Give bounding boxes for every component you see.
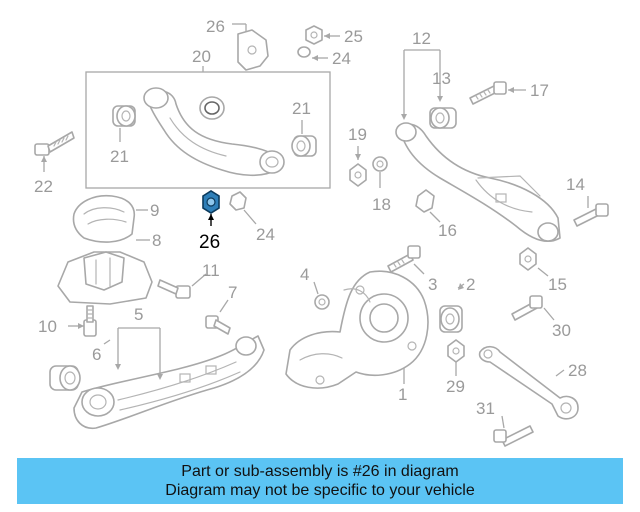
callout-label: 25 bbox=[344, 27, 363, 46]
callout-label: 9 bbox=[150, 201, 159, 220]
callout-label: 31 bbox=[476, 399, 495, 418]
callout-label: 7 bbox=[228, 283, 237, 302]
banner-line-part: Part or sub-assembly is #26 in diagram bbox=[181, 463, 459, 480]
trailing-arm-5 bbox=[73, 335, 265, 430]
nut-15 bbox=[519, 247, 537, 271]
callout-label: 28 bbox=[568, 361, 587, 380]
bracket-27 bbox=[237, 29, 269, 71]
callout-label-highlighted: 26 bbox=[199, 232, 220, 253]
banner-line-disclaimer: Diagram may not be specific to your vehi… bbox=[165, 482, 475, 499]
bushing-21-right bbox=[291, 135, 317, 157]
callout-label: 30 bbox=[552, 321, 571, 340]
callout-label: 10 bbox=[38, 317, 57, 336]
info-banner: Part or sub-assembly is #26 in diagram D… bbox=[17, 458, 623, 504]
bolt-3 bbox=[387, 245, 421, 273]
callout-label: 4 bbox=[300, 265, 309, 284]
callout-label: 24 bbox=[256, 225, 275, 244]
lower-control-arm-12 bbox=[399, 123, 561, 242]
nut-19 bbox=[349, 163, 367, 187]
callout-label: 3 bbox=[428, 275, 437, 294]
bushing-2 bbox=[439, 305, 463, 333]
washer-18 bbox=[372, 156, 388, 172]
callout-label: 14 bbox=[566, 175, 585, 194]
callout-label: 6 bbox=[92, 345, 101, 364]
callout-label: 16 bbox=[438, 221, 457, 240]
washer-4 bbox=[314, 294, 330, 310]
bushing-21-left bbox=[112, 105, 136, 127]
callout-label: 1 bbox=[398, 385, 407, 404]
nut-24 bbox=[305, 25, 323, 45]
link-28 bbox=[478, 345, 579, 420]
bolt-30 bbox=[511, 295, 543, 321]
callout-label: 13 bbox=[432, 69, 451, 88]
bolt-10 bbox=[83, 305, 97, 337]
bolt-14 bbox=[573, 203, 609, 227]
callout-label: 12 bbox=[412, 29, 431, 48]
callout-label: 2 bbox=[466, 275, 475, 294]
parts-diagram: 26 25 24 20 21 21 22 9 8 11 7 10 5 6 4 2… bbox=[34, 17, 609, 447]
knuckle-1 bbox=[285, 270, 429, 389]
callout-label: 18 bbox=[372, 195, 391, 214]
nut-26 bbox=[202, 190, 220, 214]
callout-label: 22 bbox=[34, 177, 53, 196]
bolt-7 bbox=[205, 315, 231, 335]
nut-29 bbox=[447, 339, 465, 363]
callout-label: 26 bbox=[206, 17, 225, 36]
bolt-17 bbox=[469, 81, 507, 105]
bolt-22 bbox=[34, 131, 75, 156]
callout-label: 11 bbox=[202, 261, 220, 280]
callout-label: 8 bbox=[152, 231, 161, 250]
callout-label: 24 bbox=[332, 49, 351, 68]
callout-label: 5 bbox=[134, 305, 143, 324]
callout-label: 20 bbox=[192, 47, 211, 66]
callout-label: 17 bbox=[530, 81, 549, 100]
callout-label: 21 bbox=[292, 99, 311, 118]
callout-label: 21 bbox=[110, 147, 129, 166]
callout-label: 19 bbox=[348, 125, 367, 144]
bolt-11 bbox=[157, 279, 191, 299]
callout-label: 29 bbox=[446, 377, 465, 396]
subassembly-frame bbox=[85, 71, 331, 189]
bushing-13 bbox=[429, 107, 457, 129]
bushing-6 bbox=[49, 365, 81, 391]
washer-23 bbox=[297, 46, 311, 58]
bushing-16 bbox=[415, 189, 435, 213]
arm-bushing bbox=[199, 96, 225, 120]
clip-25 bbox=[229, 191, 247, 211]
bolt-31 bbox=[493, 425, 534, 447]
callout-label: 15 bbox=[548, 275, 567, 294]
